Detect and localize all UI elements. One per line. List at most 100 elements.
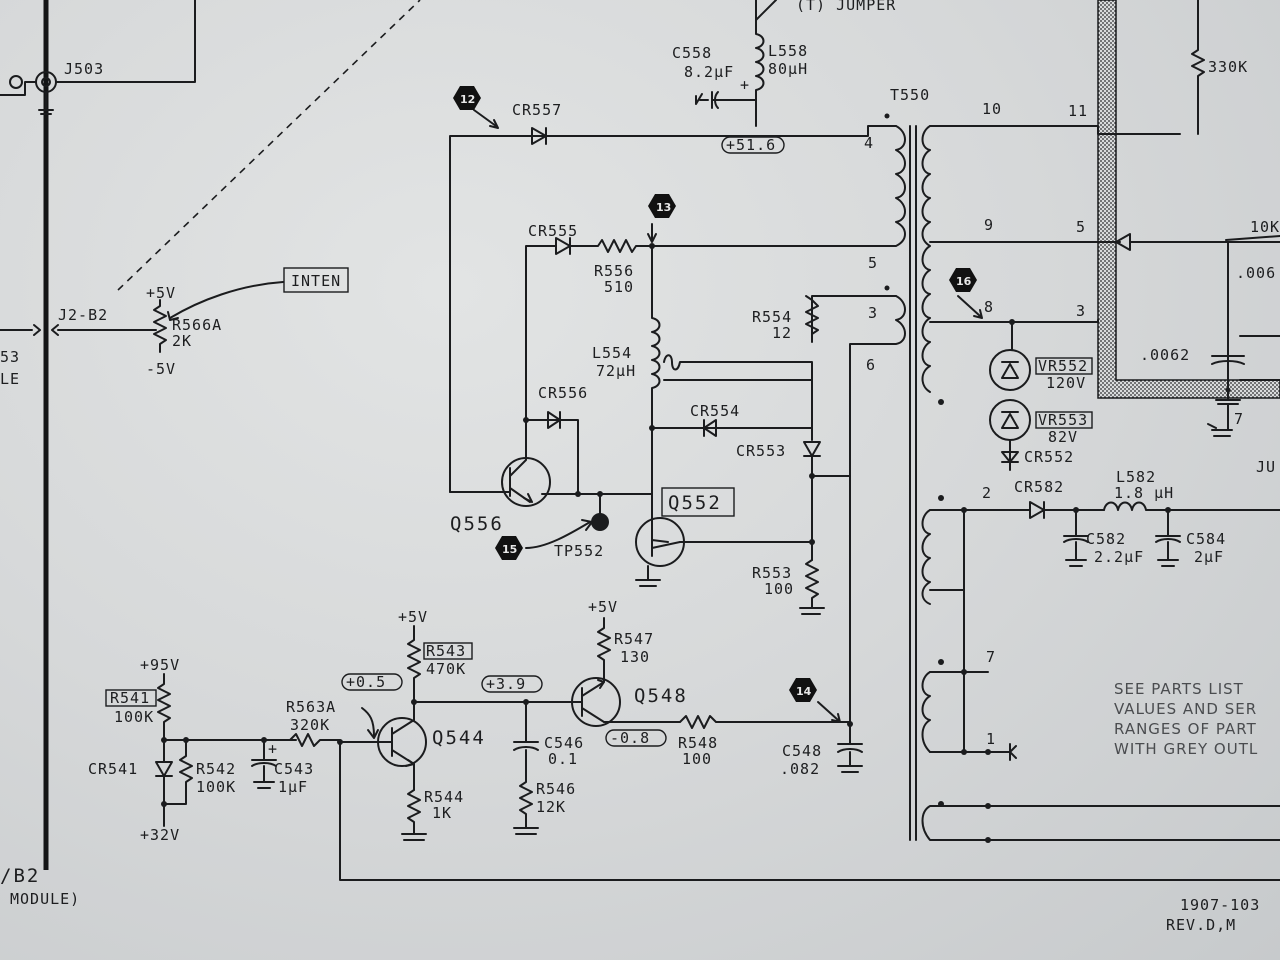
r547-value: 130 (620, 648, 650, 666)
note-line-4: WITH GREY OUTL (1114, 740, 1258, 758)
p95v-label: +95V (140, 656, 180, 674)
c584-label: C584 (1186, 530, 1226, 548)
c543-value: 1μF (278, 778, 308, 796)
l558-value: 80μH (768, 60, 808, 78)
l554-coil (649, 245, 813, 499)
label-53: 53 (0, 348, 20, 366)
svg-text:13: 13 (656, 201, 671, 214)
v0-5-marker (341, 673, 403, 691)
c582-value: 2.2μF (1094, 548, 1144, 566)
pin-11: 11 (1068, 102, 1088, 120)
svg-text:12: 12 (460, 93, 475, 106)
t550-label: T550 (890, 86, 930, 104)
r542-label: R542 (196, 760, 236, 778)
svg-text:15: 15 (502, 543, 517, 556)
m5v-pot-label: -5V (146, 360, 176, 378)
r554-value: 12 (772, 324, 792, 342)
jumper-label: (T) JUMPER (796, 0, 896, 14)
revision-label: REV.D,M (1166, 916, 1236, 934)
r541-value: 100K (114, 708, 154, 726)
c558-label: C558 (672, 44, 712, 62)
c548-label: C548 (782, 742, 822, 760)
cr555-label: CR555 (528, 222, 578, 240)
r544-label: R544 (424, 788, 464, 806)
q544-transistor (361, 625, 583, 841)
tp552-label: TP552 (554, 542, 604, 560)
c558-value: 8.2μF (684, 63, 734, 81)
tp552-test-point[interactable] (525, 493, 609, 549)
inten-box (283, 267, 349, 293)
c584-value: 2μF (1194, 548, 1224, 566)
l554-label: L554 (592, 344, 632, 362)
r546-label: R546 (536, 780, 576, 798)
pin-7: 7 (986, 648, 996, 666)
pin-5: 5 (868, 254, 878, 272)
r566a-label: R566A (172, 316, 222, 334)
hex-14[interactable]: 14 (789, 678, 817, 702)
vr552-value: 120V (1046, 374, 1086, 392)
r548-label: R548 (678, 734, 718, 752)
pin-7-right: 7 (1234, 410, 1244, 428)
l558-label: L558 (768, 42, 808, 60)
r330k-label: 330K (1208, 58, 1248, 76)
c548-value: .082 (780, 760, 820, 778)
hex-15[interactable]: 15 (495, 536, 523, 560)
p5v-q544-label: +5V (398, 608, 428, 626)
svg-text:+: + (268, 740, 278, 758)
q548-transistor (571, 617, 851, 729)
pin-10: 10 (982, 100, 1002, 118)
v3-9-label: +3.9 (486, 675, 526, 693)
pin-1: 1 (986, 730, 996, 748)
v3-9-marker (481, 675, 543, 693)
r553-resistor (799, 539, 825, 615)
svg-text:16: 16 (956, 275, 972, 288)
pin-3-secondary: 3 (1076, 302, 1086, 320)
v51-label: +51.6 (726, 136, 776, 154)
pin-8: 8 (984, 298, 994, 316)
r553-label: R553 (752, 564, 792, 582)
hex-12[interactable]: 12 (453, 86, 481, 110)
r541-label: R541 (110, 689, 150, 707)
pin-9: 9 (984, 216, 994, 234)
r556-label: R556 (594, 262, 634, 280)
r543-value: 470K (426, 660, 466, 678)
vm0-8-label: -0.8 (610, 729, 650, 747)
cr557-label: CR557 (512, 101, 562, 119)
q552-label: Q552 (668, 492, 722, 514)
l558-c558: + (695, 0, 777, 127)
j503-connector (0, 0, 196, 115)
svg-text:14: 14 (796, 685, 812, 698)
cr541-label: CR541 (88, 760, 138, 778)
module-label: MODULE) (10, 890, 80, 908)
c546-label: C546 (544, 734, 584, 752)
cr555-r556 (525, 223, 869, 421)
q548-label: Q548 (634, 685, 688, 707)
r543-label: R543 (426, 642, 466, 660)
hex-16[interactable]: 16 (949, 268, 977, 292)
c0062-label: .0062 (1140, 346, 1190, 364)
v0-5-label: +0.5 (346, 673, 386, 691)
vr552-label: VR552 (1038, 357, 1088, 375)
note-line-2: VALUES AND SER (1114, 700, 1257, 718)
q544-label: Q544 (432, 727, 486, 749)
cr552-label: CR552 (1024, 448, 1074, 466)
p32v-label: +32V (140, 826, 180, 844)
t550-pins-3-6 (805, 285, 906, 727)
ju-label: JU (1256, 458, 1276, 476)
input-bias-network: + (105, 673, 1280, 881)
pin-2: 2 (982, 484, 992, 502)
cr554-label: CR554 (690, 402, 740, 420)
hex-13[interactable]: 13 (648, 194, 676, 218)
l554-value: 72μH (596, 362, 636, 380)
r546-value: 12K (536, 798, 566, 816)
r563a-value: 320K (290, 716, 330, 734)
r547-label: R547 (614, 630, 654, 648)
c543-label: C543 (274, 760, 314, 778)
r566a-potentiometer (147, 281, 284, 353)
l582-label: L582 (1116, 468, 1156, 486)
cr553-label: CR553 (736, 442, 786, 460)
q552-transistor (635, 487, 813, 587)
cr556-label: CR556 (538, 384, 588, 402)
r563a-label: R563A (286, 698, 336, 716)
